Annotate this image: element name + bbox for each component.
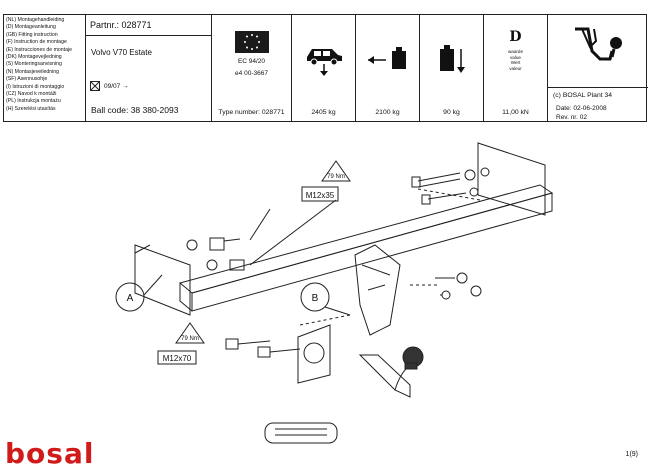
eu-flag-icon <box>235 31 269 53</box>
language-item: (I) Istruzioni di montaggio <box>6 83 65 90</box>
bosal-logo: bosal <box>5 437 95 470</box>
language-item: (NL) Montagehandleiding <box>6 17 65 23</box>
language-item: (E) Instrucciones de montaje <box>6 46 73 53</box>
tow-hook <box>358 354 411 398</box>
d-value-cell: D waarde value Wert valeur 11,00 kN <box>484 15 548 121</box>
part-info: Partnr.: 028771 Volvo V70 Estate 09/07 →… <box>86 15 212 121</box>
vehicle-weight-cell: 2405 kg <box>292 15 356 121</box>
vertical-load-cell: 90 kg <box>420 15 484 121</box>
towed-weight-cell: 2100 kg <box>356 15 420 121</box>
flange-plate <box>297 324 331 384</box>
language-item: (PL) Instrukcja montażu <box>6 98 61 105</box>
vertical-load-icon <box>440 45 465 73</box>
bolt-size-bottom: M12x70 <box>163 354 192 363</box>
detail-label-b: B <box>312 293 319 304</box>
car-weight-icon <box>307 49 342 76</box>
d-value-words: waarde value Wert valeur <box>507 49 524 71</box>
left-bracket <box>134 244 191 316</box>
language-item: (F) Instruction de montage <box>6 39 67 46</box>
bolt-size-top: M12x35 <box>306 191 335 200</box>
ec-directive: EC 94/20 <box>237 58 266 65</box>
d-letter: D <box>509 29 522 45</box>
tow-bar-logo-icon <box>575 27 622 61</box>
language-item: (D) Montageanleitung <box>6 24 56 31</box>
type-approval: EC 94/20 e4 00-3667 Type number: 028771 <box>212 15 292 121</box>
vehicle-name: Volvo V70 Estate <box>91 48 152 57</box>
language-item: (N) Montasjeveiledning <box>6 68 60 75</box>
right-bracket <box>477 142 546 216</box>
assembly-drawing: 79 Nm M12x35 79 Nm M12x70 A B <box>115 142 554 444</box>
torque-label-bottom: 79 Nm <box>181 336 199 342</box>
language-item: (GB) Fitting instruction <box>6 31 58 38</box>
page-number: 1(9) <box>625 451 638 458</box>
production-date: 09/07 → <box>104 83 129 90</box>
language-item: (CZ) Navod k montáži <box>6 91 57 98</box>
part-number: Partnr.: 028771 <box>86 15 211 36</box>
cross-beam <box>178 184 554 294</box>
header-table: (NL) Montagehandleiding (D) Montageanlei… <box>3 14 648 122</box>
language-item: (S) Monteringsanvisning <box>6 61 62 68</box>
e4-number: e4 00-3667 <box>235 70 268 77</box>
towing-weight-icon <box>368 47 406 69</box>
towed-weight: 2100 kg <box>375 109 400 116</box>
vehicle-weight: 2405 kg <box>311 109 336 116</box>
hook-bracket <box>354 244 401 336</box>
d-value: 11,00 kN <box>502 109 529 116</box>
language-item: (H) Szerelési utasítás <box>6 105 56 112</box>
vertical-load: 90 kg <box>443 109 460 116</box>
copyright: (c) BOSAL Plant 34 <box>553 92 613 99</box>
detail-label-a: A <box>127 293 134 304</box>
language-list: (NL) Montagehandleiding (D) Montageanlei… <box>4 15 86 121</box>
revision-date: Date: 02-06-2008 <box>556 105 607 112</box>
language-item: (SF) Asennusohje <box>6 76 48 83</box>
ball-code: Ball code: 38 380-2093 <box>91 105 179 115</box>
revision-number: Rev. nr. 02 <box>556 114 587 121</box>
language-item: (DK) Montagevejledning <box>6 54 62 61</box>
calendar-icon <box>90 81 100 91</box>
torque-label-top: 79 Nm <box>327 174 345 180</box>
revision-info: (c) BOSAL Plant 34 Date: 02-06-2008 Rev.… <box>548 15 648 121</box>
type-number: Type number: 028771 <box>218 109 285 116</box>
